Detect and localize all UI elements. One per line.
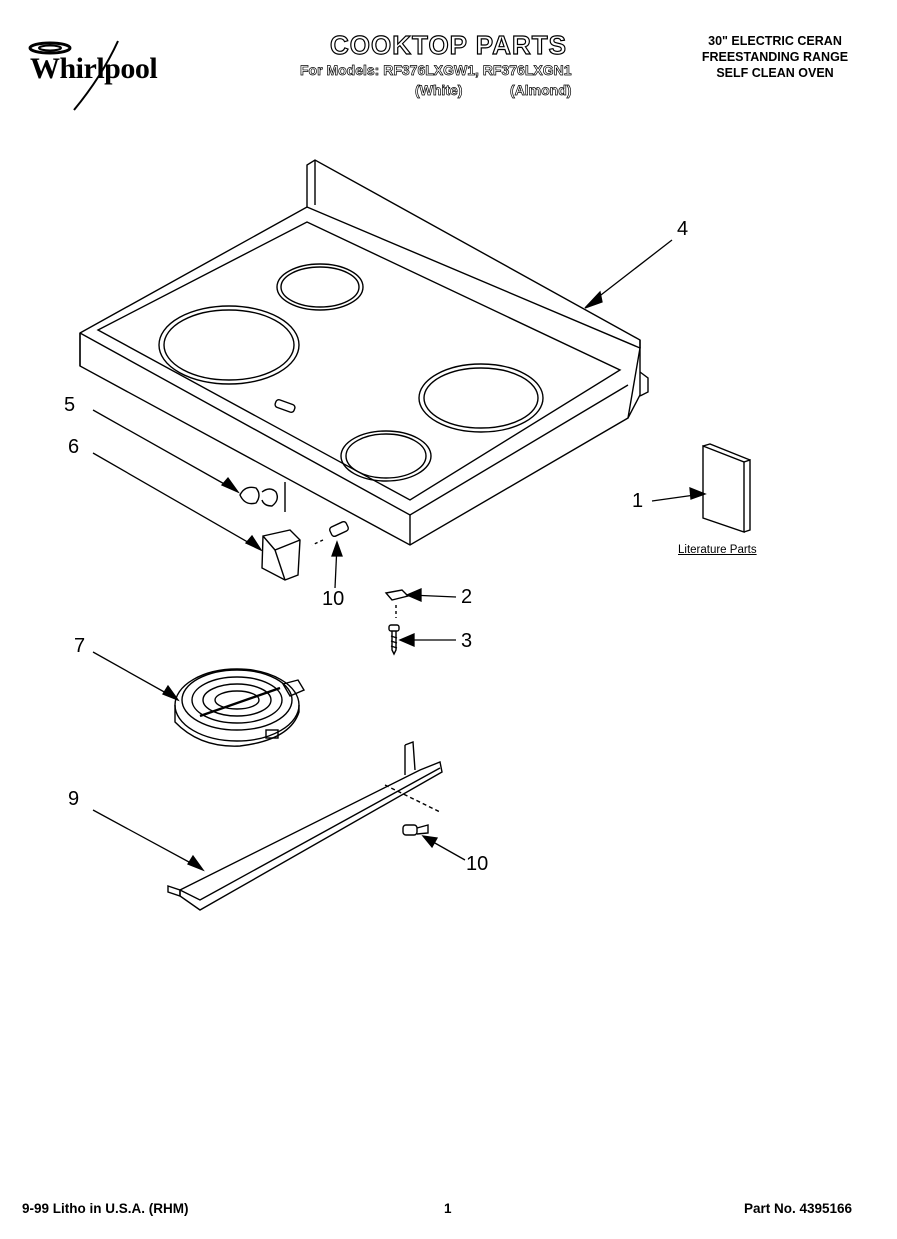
arrow-3 (398, 633, 415, 647)
cooktop-glass-top (79, 159, 649, 546)
arrow-9 (187, 854, 205, 872)
callout-3: 3 (461, 630, 473, 652)
callout-6: 6 (68, 436, 80, 458)
callout-5: 5 (64, 394, 76, 416)
arrow-1 (689, 487, 707, 500)
models-line: For Models: RF376LXGW1, RF376LXGN1 (300, 62, 572, 79)
leader-4 (587, 239, 673, 306)
arrow-7 (162, 684, 180, 702)
bracket-part-6 (261, 529, 301, 581)
whirlpool-logo (22, 36, 182, 116)
product-line-2: FREESTANDING RANGE (701, 50, 849, 64)
arrow-4 (584, 290, 603, 309)
support-rail-part-9 (167, 741, 443, 911)
product-line-1: 30" ELECTRIC CERAN (708, 34, 842, 48)
screw-part-10-lower (402, 824, 429, 836)
callout-10-lower: 10 (466, 853, 489, 875)
footer-page-number: 1 (444, 1201, 452, 1216)
variant-almond: (Almond) (510, 82, 572, 99)
leader-7 (92, 651, 176, 699)
variant-white: (White) (415, 82, 463, 99)
callout-4: 4 (677, 218, 689, 240)
logo-swirl-icon (28, 40, 119, 111)
clip-part-5 (239, 482, 286, 512)
callout-9: 9 (68, 788, 80, 810)
leader-9 (92, 809, 201, 869)
arrow-5 (220, 476, 240, 494)
washer-part-2 (384, 589, 410, 618)
callout-7: 7 (74, 635, 86, 657)
screw-part-10-upper (311, 520, 349, 546)
arrow-10b (421, 835, 439, 849)
literature-parts (702, 443, 751, 533)
callout-10-upper: 10 (322, 588, 345, 610)
arrow-10a (331, 540, 343, 557)
product-line-3: SELF CLEAN OVEN (716, 66, 834, 80)
callout-2: 2 (461, 586, 473, 608)
footer-litho: 9-99 Litho in U.S.A. (RHM) (22, 1201, 189, 1216)
radiant-element-part-7 (174, 668, 306, 747)
arrow-6 (244, 534, 263, 552)
screw-part-3 (388, 624, 400, 656)
footer-part-number: Part No. 4395166 (744, 1201, 853, 1216)
leader-6 (92, 452, 259, 549)
page-title: COOKTOP PARTS (329, 29, 567, 60)
callout-1: 1 (632, 490, 644, 512)
brand-name: Whirlpool (30, 52, 158, 85)
arrow-2 (405, 588, 422, 602)
leader-5 (92, 409, 236, 491)
literature-parts-label: Literature Parts (678, 544, 757, 556)
cooktop-burners (158, 263, 544, 482)
